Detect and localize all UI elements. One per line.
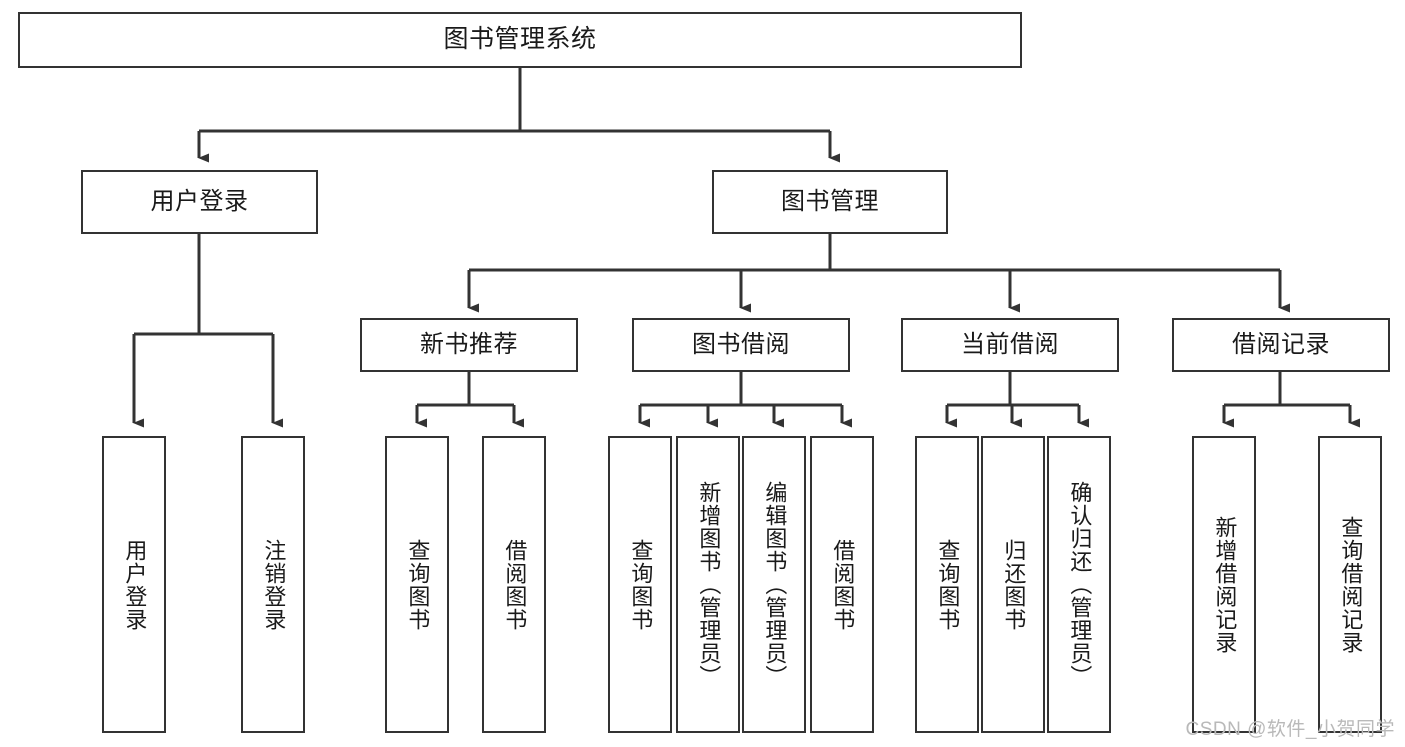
node-label: 图书管理系统 <box>443 25 597 54</box>
node-label: 确认归还（管理员） <box>1067 481 1093 688</box>
node-label: 图书借阅 <box>692 330 790 358</box>
leaf-query-borrow-record[interactable]: 查询借阅记录 <box>1318 436 1382 733</box>
node-label: 当前借阅 <box>961 330 1059 358</box>
leaf-user-logout[interactable]: 注销登录 <box>241 436 305 733</box>
node-label: 借阅图书 <box>830 538 856 631</box>
node-label: 新增借阅记录 <box>1212 515 1238 654</box>
node-label: 查询图书 <box>628 538 654 631</box>
leaf-borrow-query-book[interactable]: 查询图书 <box>608 436 672 733</box>
node-label: 查询图书 <box>405 538 431 631</box>
leaf-user-login[interactable]: 用户登录 <box>102 436 166 733</box>
leaf-add-book-admin[interactable]: 新增图书（管理员） <box>676 436 740 733</box>
watermark: CSDN @软件_小贺同学 <box>1185 719 1395 740</box>
node-book-borrow[interactable]: 图书借阅 <box>632 318 850 372</box>
node-label: 归还图书 <box>1001 538 1027 631</box>
node-label: 新增图书（管理员） <box>696 481 722 688</box>
node-current-borrow[interactable]: 当前借阅 <box>901 318 1119 372</box>
leaf-confirm-return-admin[interactable]: 确认归还（管理员） <box>1047 436 1111 733</box>
node-label: 新书推荐 <box>420 330 518 358</box>
node-label: 借阅图书 <box>502 538 528 631</box>
node-label: 查询借阅记录 <box>1338 515 1364 654</box>
node-new-book-recommend[interactable]: 新书推荐 <box>360 318 578 372</box>
node-label: 注销登录 <box>261 538 287 631</box>
node-label: 用户登录 <box>122 538 148 631</box>
node-user-login[interactable]: 用户登录 <box>81 170 318 234</box>
node-label: 编辑图书（管理员） <box>762 481 788 688</box>
node-label: 用户登录 <box>150 187 249 215</box>
leaf-new-book-query[interactable]: 查询图书 <box>385 436 449 733</box>
node-label: 查询图书 <box>935 538 961 631</box>
leaf-current-query-book[interactable]: 查询图书 <box>915 436 979 733</box>
node-label: 图书管理 <box>781 187 879 215</box>
leaf-return-book[interactable]: 归还图书 <box>981 436 1045 733</box>
node-label: 借阅记录 <box>1232 330 1330 358</box>
leaf-edit-book-admin[interactable]: 编辑图书（管理员） <box>742 436 806 733</box>
leaf-new-book-borrow[interactable]: 借阅图书 <box>482 436 546 733</box>
leaf-borrow-book[interactable]: 借阅图书 <box>810 436 874 733</box>
node-book-management[interactable]: 图书管理 <box>712 170 948 234</box>
node-root-system[interactable]: 图书管理系统 <box>18 12 1022 68</box>
node-borrow-record[interactable]: 借阅记录 <box>1172 318 1390 372</box>
leaf-add-borrow-record[interactable]: 新增借阅记录 <box>1192 436 1256 733</box>
